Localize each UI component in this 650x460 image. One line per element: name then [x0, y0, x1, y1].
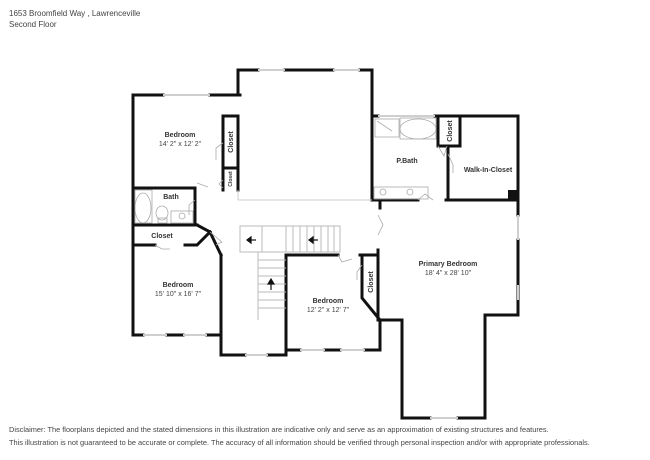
room-labels: Bedroom 14' 2" x 12' 2" Closet Closet Ba… [151, 120, 513, 314]
column-block [508, 190, 518, 200]
room-dimensions: 15' 10" x 16' 7" [155, 291, 202, 298]
room-name: Walk-In-Closet [464, 167, 513, 174]
room-dimensions: 18' 4" x 28' 10" [425, 270, 472, 277]
doors [154, 142, 454, 280]
fixtures [134, 117, 437, 224]
stairs [239, 225, 341, 320]
room-name: Bedroom [313, 298, 344, 305]
sink-icon [178, 212, 186, 220]
room-name: P.Bath [396, 158, 417, 165]
windows [143, 69, 519, 419]
vanity [373, 186, 429, 200]
room-name: Primary Bedroom [419, 261, 478, 268]
room-name: Closet [228, 131, 235, 153]
sink-icon [379, 188, 387, 196]
room-name: Bedroom [165, 132, 196, 139]
room-name: Closet [151, 233, 173, 240]
shower [374, 118, 400, 138]
stair-arrows [246, 235, 318, 290]
vanity [170, 210, 194, 224]
sink-icon [406, 188, 414, 196]
room-name: Closet [228, 171, 234, 187]
walls [131, 68, 520, 420]
disclaimer-line-2: This illustration is not guaranteed to b… [9, 438, 590, 447]
property-address: 1653 Broomfield Way , Lawrenceville [9, 9, 141, 18]
floor-label: Second Floor [9, 20, 57, 29]
room-name: Bedroom [163, 282, 194, 289]
room-name: Closet [447, 120, 454, 142]
disclaimer-line-1: Disclaimer: The floorplans depicted and … [9, 425, 549, 434]
bathtub [399, 118, 437, 140]
bathtub [134, 192, 152, 224]
room-dimensions: 14' 2" x 12' 2" [159, 141, 202, 148]
room-name: Closet [368, 271, 375, 293]
hallway-lines [237, 190, 372, 201]
room-name: Bath [163, 194, 179, 201]
toilet-icon [155, 205, 169, 221]
room-dimensions: 12' 2" x 12' 7" [307, 307, 350, 314]
